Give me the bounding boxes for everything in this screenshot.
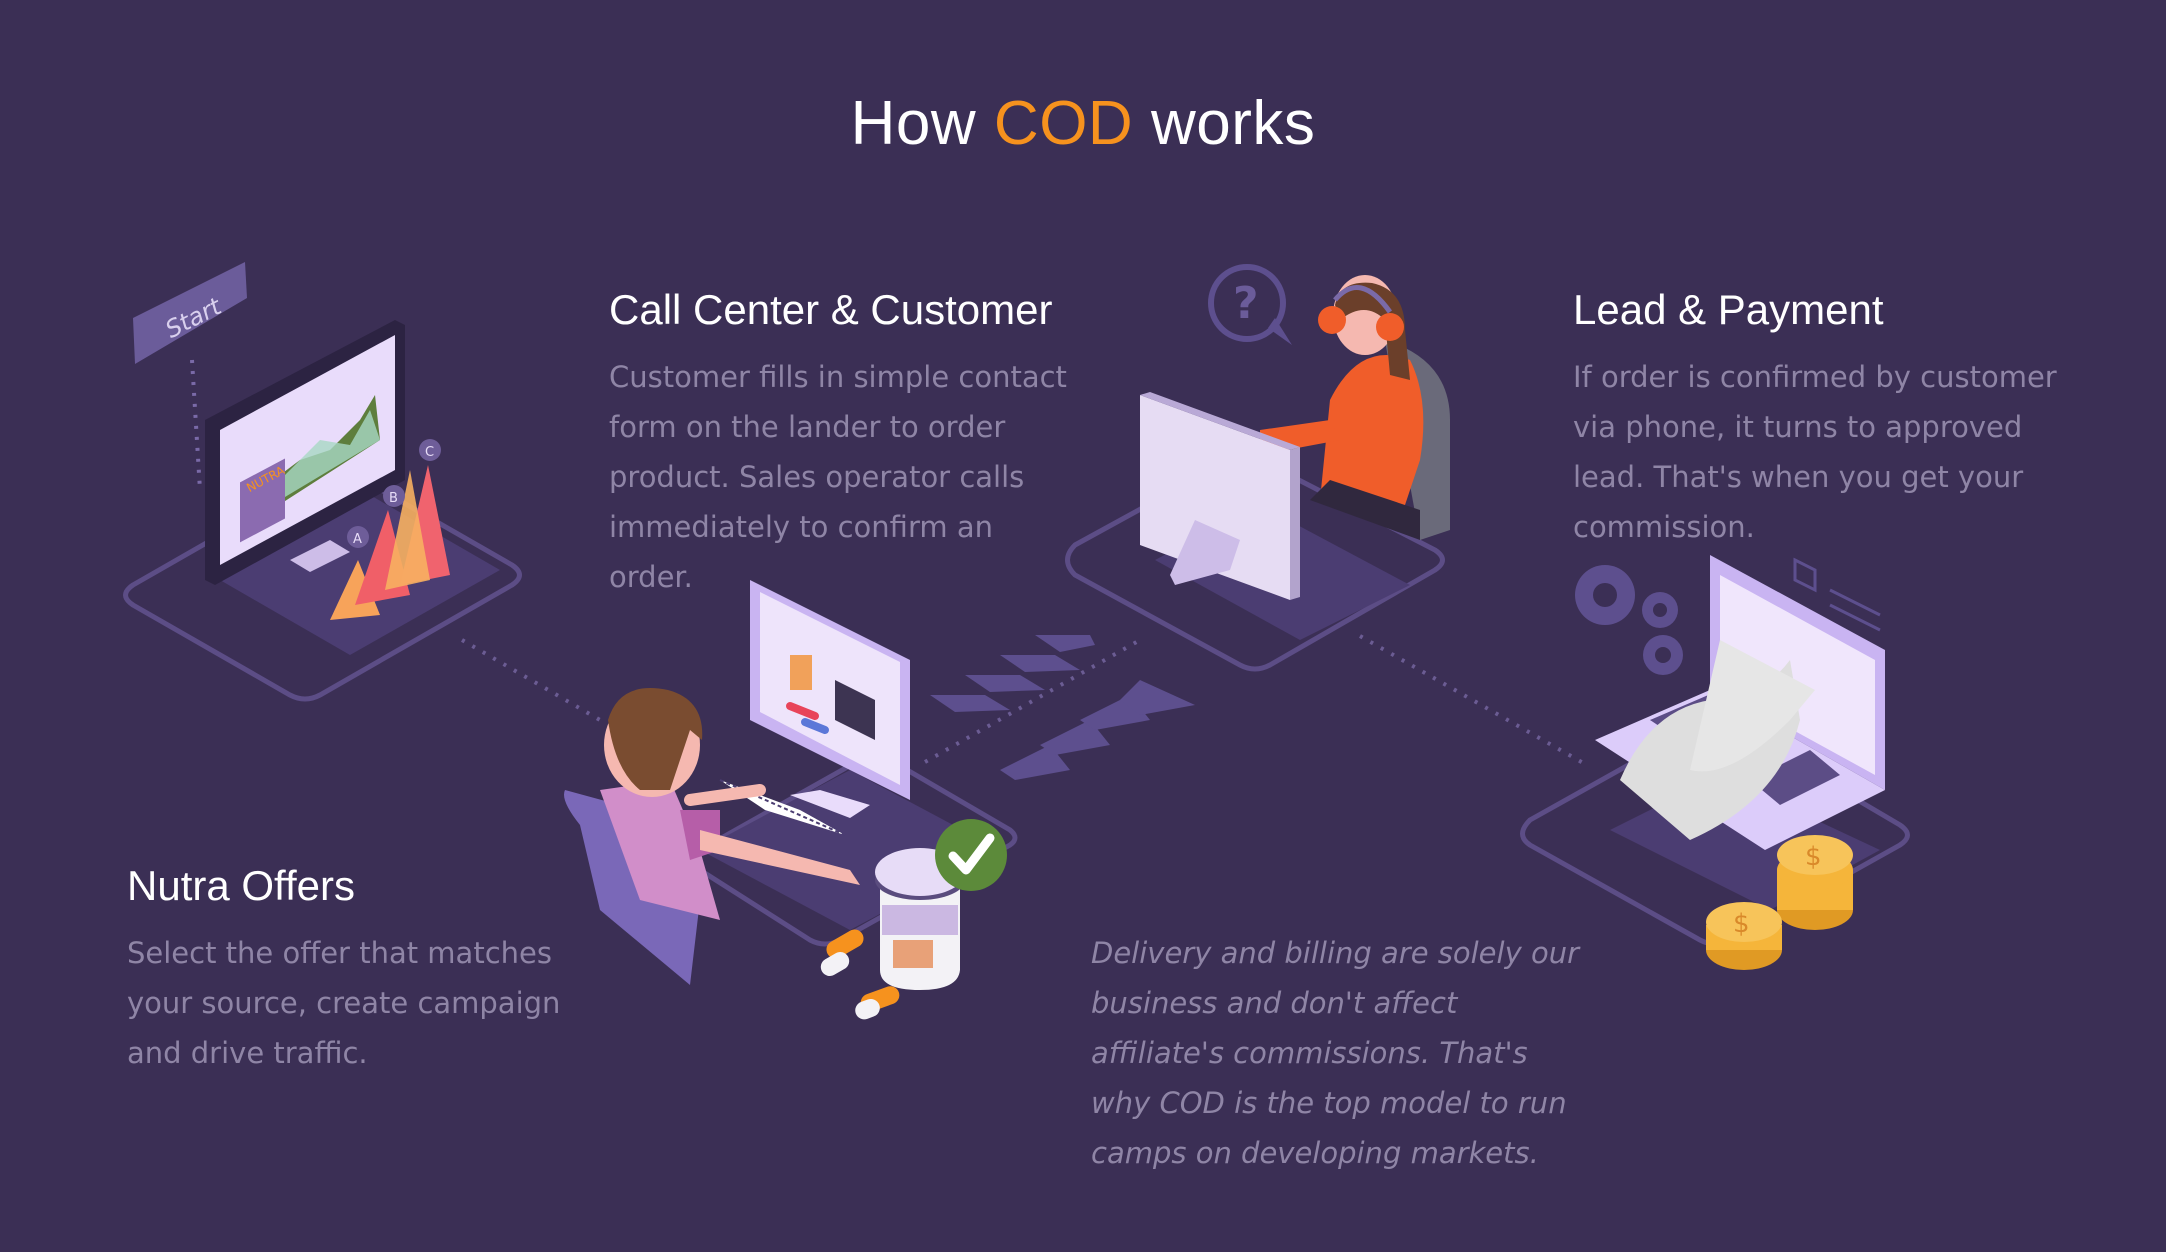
title-before: How	[850, 89, 977, 158]
title-accent: COD	[993, 89, 1134, 158]
step-2-text: Customer fills in simple contact form on…	[609, 360, 1067, 594]
title-after: works	[1150, 89, 1316, 158]
step-1-text: Select the offer that matches your sourc…	[127, 936, 561, 1070]
step-2-heading: Call Center & Customer	[609, 286, 1053, 333]
chart-label-b: B	[389, 491, 398, 506]
coin-symbol: $	[1805, 842, 1822, 872]
delivery-note: Delivery and billing are solely our busi…	[1091, 936, 1580, 1170]
step-3-text: If order is confirmed by customer via ph…	[1573, 360, 2057, 544]
checkmark-icon	[935, 819, 1007, 891]
pyramid-chart-icon: A B C	[330, 439, 450, 620]
gears-icon	[1575, 557, 1881, 675]
chart-label-c: C	[425, 445, 434, 460]
chart-label-a: A	[353, 532, 362, 547]
help-glyph: ?	[1233, 278, 1259, 329]
arrows-icon	[930, 635, 1195, 780]
laptop-receipt-icon	[1520, 555, 1910, 947]
page-title: How COD works	[0, 88, 2166, 159]
call-operator-icon	[1065, 275, 1450, 672]
step-3-heading: Lead & Payment	[1573, 286, 1884, 333]
coins-icon: $ $	[1706, 835, 1853, 970]
step-1-heading: Nutra Offers	[127, 862, 355, 909]
coin-symbol: $	[1733, 909, 1750, 939]
dotted-connectors	[460, 634, 1586, 766]
question-bubble-icon: ?	[1208, 264, 1292, 345]
monitor-chart-icon: Start NUTRA A B C	[123, 262, 522, 702]
